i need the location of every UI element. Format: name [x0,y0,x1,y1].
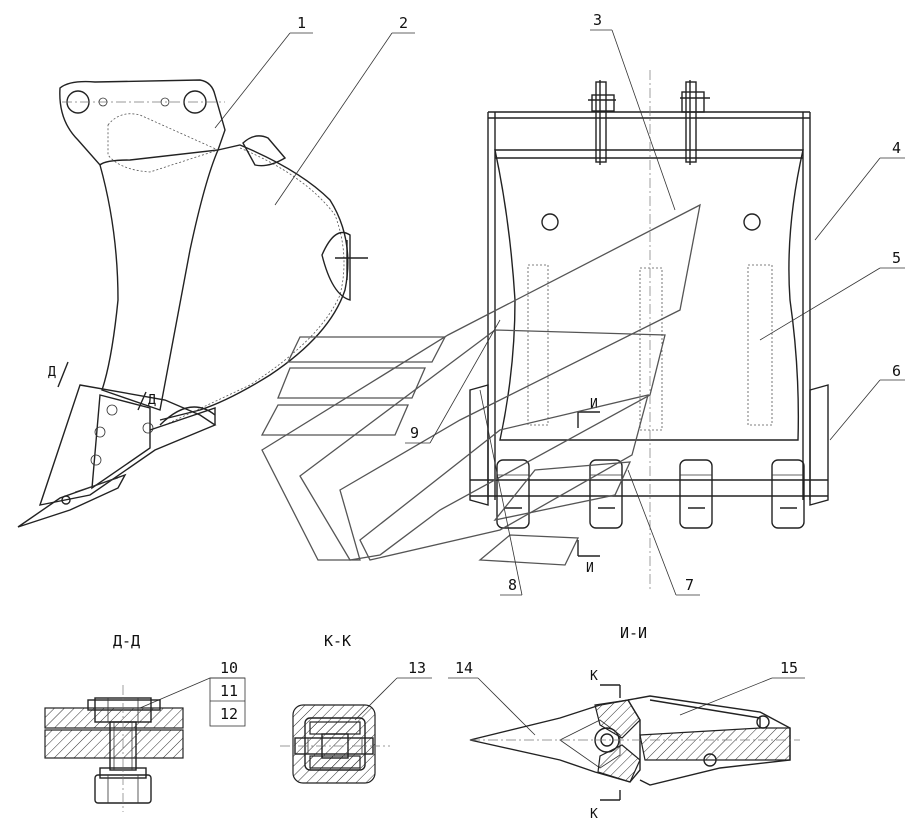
bucket-view: И И [469,70,829,590]
callout-4: 4 [892,139,901,157]
callout-9: 9 [410,424,419,442]
watermark-logo [260,203,701,566]
callout-1: 1 [297,14,306,32]
lifting-lugs [588,80,710,165]
section-ii: И-И К К [469,624,800,822]
boss-middle [321,231,351,301]
side-cutter-right [809,384,829,506]
callout-15: 15 [780,659,798,677]
ripper-tooth [17,473,127,528]
callout-2: 2 [399,14,408,32]
callout-6: 6 [892,362,901,380]
cut-label-k-bottom: К [590,807,598,822]
cut-label-k-top: К [590,669,598,684]
bucket-teeth [496,459,805,529]
callout-10: 10 [220,659,238,677]
cut-line-d-right [137,391,147,411]
cut-line-d-left [57,361,69,388]
ripper-shank [99,149,219,411]
callout-5: 5 [892,249,901,267]
cut-label-d-right: Д [148,393,156,408]
cut-label-i-bottom: И [586,561,594,576]
section-title-dd: Д-Д [113,632,140,650]
callout-leaders [139,29,905,736]
section-dd: Д-Д [44,632,184,812]
ripper-shoe [38,384,217,506]
callout-numbers: 1 2 3 4 5 6 7 8 9 10 11 12 13 14 15 [220,11,901,723]
callout-12: 12 [220,705,238,723]
side-cutter-left [469,384,489,506]
callout-11: 11 [220,682,238,700]
callout-8: 8 [508,576,517,594]
callout-7: 7 [685,576,694,594]
callout-14: 14 [455,659,473,677]
section-title-kk: К-К [324,632,351,650]
ripper-view: Д Д [17,79,368,528]
section-title-ii: И-И [620,624,647,642]
bucket-back-plate [494,149,804,441]
cut-label-d-left: Д [48,365,56,380]
tooth-tip-14 [469,699,641,783]
boss-top [242,135,287,167]
callout-13: 13 [408,659,426,677]
section-kk: К-К [280,632,390,784]
cut-label-i-top: И [590,397,598,412]
ripper-top-plate [59,79,226,167]
callout-3: 3 [593,11,602,29]
